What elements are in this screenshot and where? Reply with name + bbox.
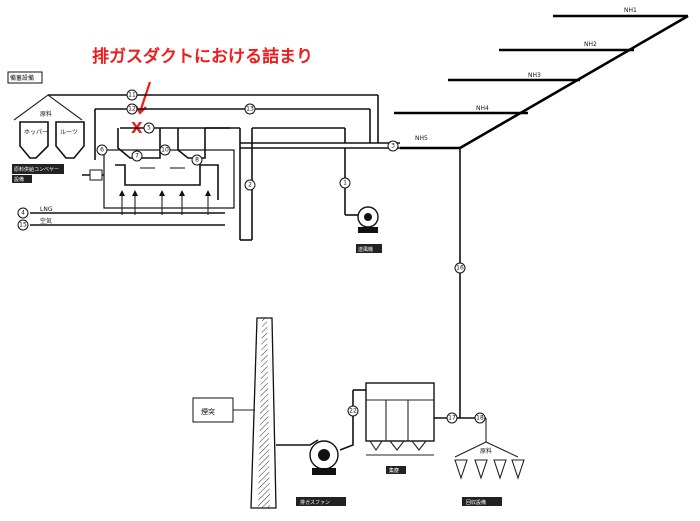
- svg-text:7: 7: [135, 153, 139, 160]
- hopper-right-box-label: 回収設備: [466, 499, 486, 506]
- hopper-left-b: [55, 121, 85, 159]
- svg-text:8: 8: [195, 157, 199, 164]
- tag-6: 6: [96, 144, 108, 156]
- tag-18: 18: [474, 412, 486, 424]
- hopper-right-c: [493, 459, 507, 480]
- fan-duct-up: [339, 390, 354, 451]
- nh-diagonal: [459, 14, 689, 150]
- svg-text:4: 4: [21, 210, 25, 217]
- svg-text:10: 10: [161, 147, 169, 154]
- exhaust-fan-base: [312, 468, 336, 475]
- blower-box-label: 送風機: [358, 246, 373, 253]
- nh5-label: NH5: [415, 135, 428, 142]
- tag-5: 5: [143, 122, 155, 134]
- burner-arrows: [119, 190, 211, 215]
- bag-filter-box-label: 集塵: [389, 467, 399, 474]
- svg-text:11: 11: [128, 92, 136, 99]
- tag-17: 17: [446, 412, 458, 424]
- furnace-outline: [103, 149, 235, 209]
- exhaust-fan-box: [296, 497, 346, 506]
- lng-label: LNG: [40, 206, 53, 213]
- svg-text:3: 3: [391, 143, 395, 150]
- hopper-right-d: [511, 459, 525, 480]
- nh3-label: NH3: [528, 72, 541, 79]
- hopper-left-b-label: ルーツ: [60, 129, 78, 136]
- svg-text:5: 5: [147, 125, 151, 132]
- tag-13: 13: [244, 103, 256, 115]
- tag-4: 4: [17, 207, 29, 219]
- air-label: 空気: [40, 217, 52, 225]
- feeder-sub-box: [12, 175, 32, 183]
- nh2-label: NH2: [584, 41, 597, 48]
- nh1-label: NH1: [624, 7, 637, 14]
- tag-8: 8: [191, 154, 203, 166]
- annotation-title: 排ガスダクトにおける詰まり: [92, 46, 313, 67]
- hopper-right-a: [454, 459, 468, 480]
- svg-text:15: 15: [19, 222, 27, 229]
- tag-12: 12: [126, 103, 138, 115]
- tag-11: 11: [126, 89, 138, 101]
- hopper-right-box: [462, 497, 502, 506]
- blower-base: [358, 227, 378, 233]
- svg-text:12: 12: [128, 106, 136, 113]
- tag-7: 7: [131, 150, 143, 162]
- tag-3: 3: [387, 140, 399, 152]
- bag-filter: [365, 382, 435, 442]
- svg-text:22: 22: [349, 408, 357, 415]
- header-box-label: 備蓄設備: [10, 74, 34, 82]
- header-box: [7, 71, 43, 84]
- tag-2: 2: [244, 179, 256, 191]
- chimney-hatch: [258, 318, 270, 508]
- tag-15: 15: [17, 219, 29, 231]
- hopper-right-b: [474, 459, 488, 480]
- svg-text:13: 13: [246, 106, 254, 113]
- exhaust-fan-box-label: 排ガスファン: [300, 499, 330, 506]
- tag-16: 16: [454, 262, 466, 274]
- svg-text:6: 6: [100, 147, 104, 154]
- duct-right: [177, 128, 206, 159]
- exhaust-fan-hub: [318, 449, 330, 461]
- tag-22: 22: [347, 405, 359, 417]
- feeder-box-label: 原料供給コンベヤー: [14, 166, 59, 173]
- inner-loop: [115, 164, 219, 200]
- hoppers-right-title: 原料: [480, 447, 492, 455]
- blower-fan-hub: [364, 213, 372, 221]
- feeder-box: [12, 164, 64, 174]
- svg-text:2: 2: [248, 182, 252, 189]
- tag-1: 1: [339, 177, 351, 189]
- svg-text:16: 16: [456, 265, 464, 272]
- fan-to-chimney: [276, 439, 319, 446]
- annotation-arrow: [138, 81, 152, 113]
- hopper-left-feed: [13, 94, 83, 121]
- svg-text:1: 1: [343, 180, 347, 187]
- feed-nozzle: [89, 169, 103, 181]
- blower-box: [356, 244, 382, 253]
- hopper-left-a-label: ホッパー: [24, 129, 48, 136]
- tag-10: 10: [159, 144, 171, 156]
- nh4-label: NH4: [476, 105, 489, 112]
- hopper-left-a: [19, 121, 49, 159]
- feeder-sub-label: 設備: [14, 176, 24, 183]
- svg-text:18: 18: [476, 415, 484, 422]
- bag-filter-box: [386, 466, 406, 474]
- chimney-label: 煙突: [201, 407, 215, 416]
- svg-text:17: 17: [448, 415, 456, 422]
- bag-filter-cones: [369, 440, 427, 451]
- hoppers-left-title: 原料: [40, 110, 52, 118]
